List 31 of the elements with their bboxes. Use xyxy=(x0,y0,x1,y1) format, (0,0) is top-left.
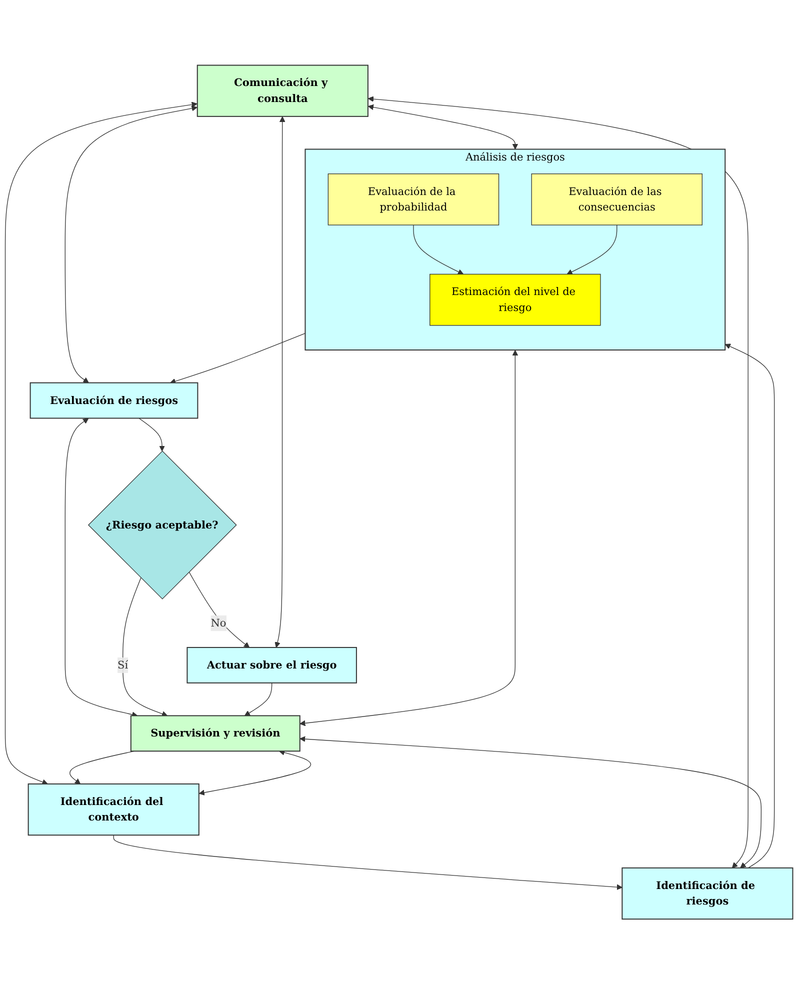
arrow xyxy=(64,418,138,718)
arrow xyxy=(274,116,286,648)
arrow xyxy=(724,344,775,869)
arrow xyxy=(244,682,272,716)
node-box: Identificación del contexto xyxy=(28,784,200,836)
arrow xyxy=(368,104,518,150)
node-box: Evaluación de riesgos xyxy=(30,382,198,420)
arrow xyxy=(566,225,618,275)
arrow xyxy=(70,751,134,785)
node-box: Estimación del nivel de riesgo xyxy=(430,274,601,326)
arrow xyxy=(64,106,198,384)
arrow xyxy=(300,350,518,726)
node-box: Evaluación de la probabilidad xyxy=(328,174,500,226)
arrow xyxy=(368,96,748,868)
arrow xyxy=(4,102,198,786)
node-box: Supervisión y revisión xyxy=(130,716,300,752)
arrow xyxy=(188,572,250,648)
edge-label: Sí xyxy=(118,658,128,672)
node-box: Actuar sobre el riesgo xyxy=(186,647,357,684)
node-box: Comunicación y consulta xyxy=(196,65,368,118)
node-box: Identificación de riesgos xyxy=(622,868,794,920)
node-diamond: ¿Riesgo aceptable? xyxy=(88,450,237,600)
arrow xyxy=(300,736,762,868)
arrow xyxy=(413,225,464,275)
arrow xyxy=(122,578,168,717)
arrow xyxy=(113,835,622,890)
arrow xyxy=(198,750,312,796)
node-box: Evaluación de las consecuencias xyxy=(531,174,702,226)
arrow xyxy=(170,333,306,384)
edge-label: No xyxy=(210,616,226,630)
arrow xyxy=(138,418,165,452)
